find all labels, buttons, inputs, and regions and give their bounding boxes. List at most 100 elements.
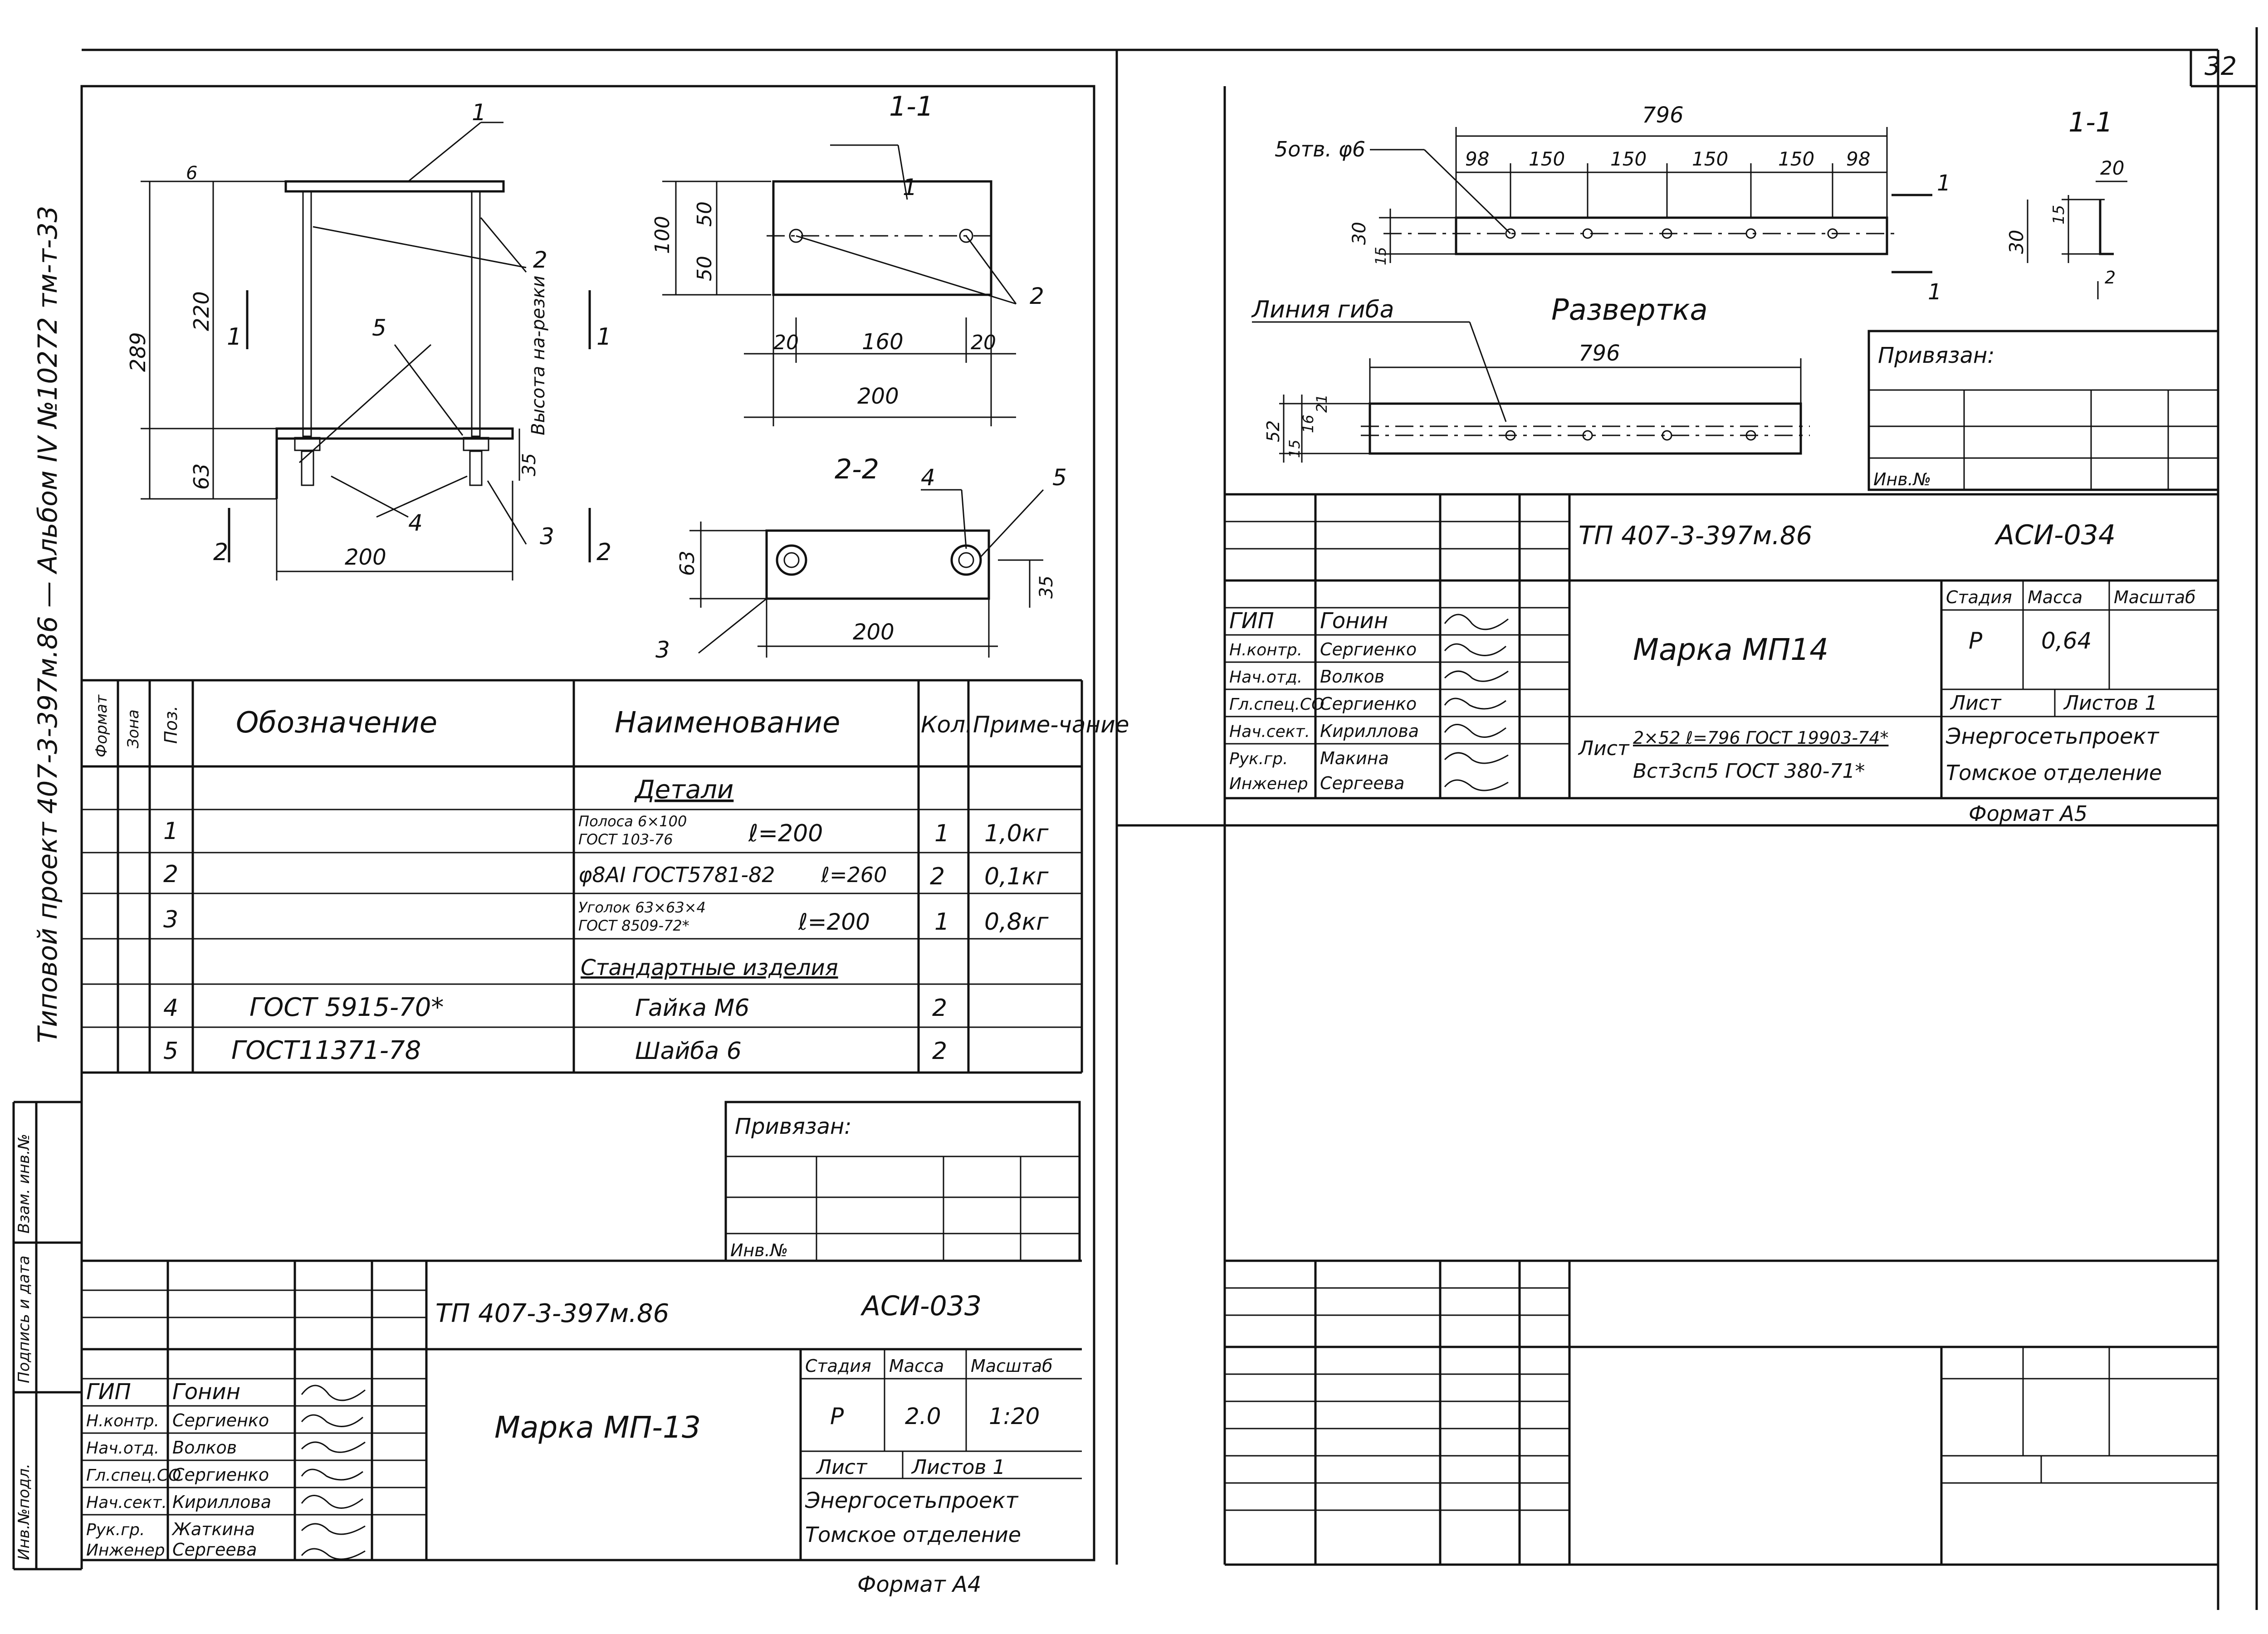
plan-dim-35: 35 (1036, 576, 1057, 599)
spec-row-5-pos: 5 (163, 1038, 178, 1065)
right-role-1: Н.контр. (1229, 641, 1302, 659)
section-2-2-title: 2-2 (835, 454, 879, 485)
left-name-6: Сергеева (172, 1540, 257, 1560)
right-name-5: Макина (1320, 748, 1389, 768)
front-callout-2: 2 (533, 247, 547, 273)
right-binding-label: Привязан: (1878, 343, 1994, 368)
right-name-1: Сергиенко (1320, 639, 1417, 659)
left-stage: Р (830, 1403, 844, 1429)
left-signatures (301, 1385, 366, 1560)
left-name-0: Гонин (172, 1379, 240, 1405)
right-name-0: Гонин (1320, 608, 1388, 634)
left-sheet-frame (80, 85, 1095, 1561)
spec-header-format: Формат (93, 694, 111, 757)
spec-row-4-designation: ГОСТ 5915-70* (249, 993, 444, 1022)
left-binding-label: Привязан: (735, 1114, 851, 1139)
spec-row-1-pos: 1 (163, 818, 178, 845)
dev-dim-15: 15 (1286, 439, 1303, 458)
right-name-6: Сергеева (1320, 773, 1404, 793)
spec-section-details: Детали (634, 775, 733, 805)
front-callout-5: 5 (372, 315, 386, 341)
spec-table (82, 679, 1083, 1074)
left-mass: 2.0 (905, 1403, 941, 1429)
right-material-prefix: Лист (1578, 737, 1630, 760)
spec-row-3-qty: 1 (934, 908, 949, 936)
spec-row-3-name1: Уголок 63×63×4 (578, 899, 706, 916)
spec-header-zone: Зона (124, 709, 142, 748)
right-role-4: Нач.сект. (1229, 722, 1310, 741)
left-org-1: Энергосетьпроект (805, 1488, 1019, 1513)
right-material-line1: 2×52 ℓ=796 ГОСТ 19903-74* (1633, 728, 1888, 748)
right-name-2: Волков (1320, 667, 1384, 687)
front-view-mp13 (141, 122, 591, 580)
right-lower-empty-title-block (1225, 1259, 2218, 1565)
cut-marker-2-left: 2 (213, 539, 228, 566)
holes-note: 5отв. φ6 (1275, 137, 1365, 161)
top-dim-150d: 150 (1778, 148, 1814, 170)
left-stage-label: Стадия (805, 1356, 871, 1376)
right-stage: Р (1969, 628, 1983, 654)
sec-dim-20a: 20 (773, 331, 799, 354)
right-title-block (1225, 493, 2218, 800)
right-binding-block (1867, 330, 2219, 491)
top-dim-150a: 150 (1529, 148, 1565, 170)
right-role-0: ГИП (1229, 608, 1274, 634)
sec-dim-200: 200 (857, 384, 899, 409)
right-format: Формат А5 (1969, 801, 2087, 826)
top-dim-150b: 150 (1610, 148, 1647, 170)
sec-callout-2: 2 (1030, 283, 1044, 309)
right-project: ТП 407-3-397м.86 (1579, 521, 1812, 551)
front-dim-220: 220 (189, 291, 214, 331)
spec-row-3-length: ℓ=200 (798, 909, 870, 935)
right-cut-marker-bottom: 1 (1928, 279, 1942, 305)
dev-dim-52: 52 (1263, 420, 1283, 442)
sec-dim-20b: 20 (971, 331, 996, 354)
sec-callout-1: 1 (903, 174, 917, 200)
left-role-3: Гл.спец.СО (86, 1466, 181, 1485)
spec-row-4-qty: 2 (932, 995, 947, 1022)
side-stamp: Типовой проект 407-3-397м.86 — Альбом IV… (12, 86, 83, 1571)
right-stage-label: Стадия (1946, 587, 2012, 607)
left-scale-label: Масштаб (971, 1356, 1053, 1376)
front-dim-6: 6 (186, 163, 197, 184)
spec-row-5-qty: 2 (932, 1038, 947, 1065)
plan-callout-4: 4 (921, 464, 935, 491)
spec-row-1-name1: Полоса 6×100 (578, 813, 687, 830)
side-cell-replace-inv: Взам. инв.№ (15, 1134, 33, 1234)
section-1-1-mp14 (2027, 180, 2127, 299)
left-code: АСИ-033 (860, 1290, 982, 1322)
front-dim-63: 63 (189, 463, 214, 490)
spec-row-2-name1: φ8АI ГОСТ5781-82 (578, 863, 775, 887)
right-code: АСИ-034 (1994, 519, 2116, 551)
top-dim-796: 796 (1642, 102, 1684, 128)
right-sec-dim-20: 20 (2100, 157, 2124, 179)
front-callout-4: 4 (408, 510, 423, 536)
left-name-4: Кириллова (172, 1492, 271, 1512)
top-dim-30: 30 (1349, 222, 1370, 245)
sheet-number: 32 (2204, 52, 2237, 81)
left-scale: 1:20 (989, 1403, 1040, 1429)
spec-row-2-note: 0,1кг (984, 863, 1049, 890)
right-role-3: Гл.спец.СО (1229, 695, 1324, 714)
left-role-0: ГИП (86, 1379, 131, 1405)
plan-callout-5: 5 (1052, 464, 1067, 491)
right-binding-inv: Инв.№ (1873, 469, 1931, 489)
left-org-2: Томское отделение (805, 1522, 1021, 1547)
right-sheets-label: Листов 1 (2063, 692, 2157, 715)
front-height-note: Высота на-резки (528, 275, 549, 435)
left-project: ТП 407-3-397м.86 (435, 1299, 669, 1328)
spec-header-pos: Поз. (161, 706, 181, 744)
sec-dim-50a: 50 (693, 201, 716, 227)
development-mp14 (1252, 321, 1810, 463)
spec-row-1-qty: 1 (934, 820, 949, 847)
right-cut-marker-top: 1 (1937, 171, 1951, 196)
left-product: Марка МП-13 (494, 1410, 701, 1445)
left-role-5: Рук.гр. (86, 1521, 145, 1539)
outer-frame (82, 27, 2258, 1610)
spec-row-3-pos: 3 (163, 906, 178, 933)
left-format: Формат А4 (857, 1572, 981, 1597)
left-sheets-label: Листов 1 (911, 1456, 1005, 1479)
spec-row-5-designation: ГОСТ11371-78 (231, 1036, 421, 1065)
left-title-block (82, 1259, 1082, 1560)
